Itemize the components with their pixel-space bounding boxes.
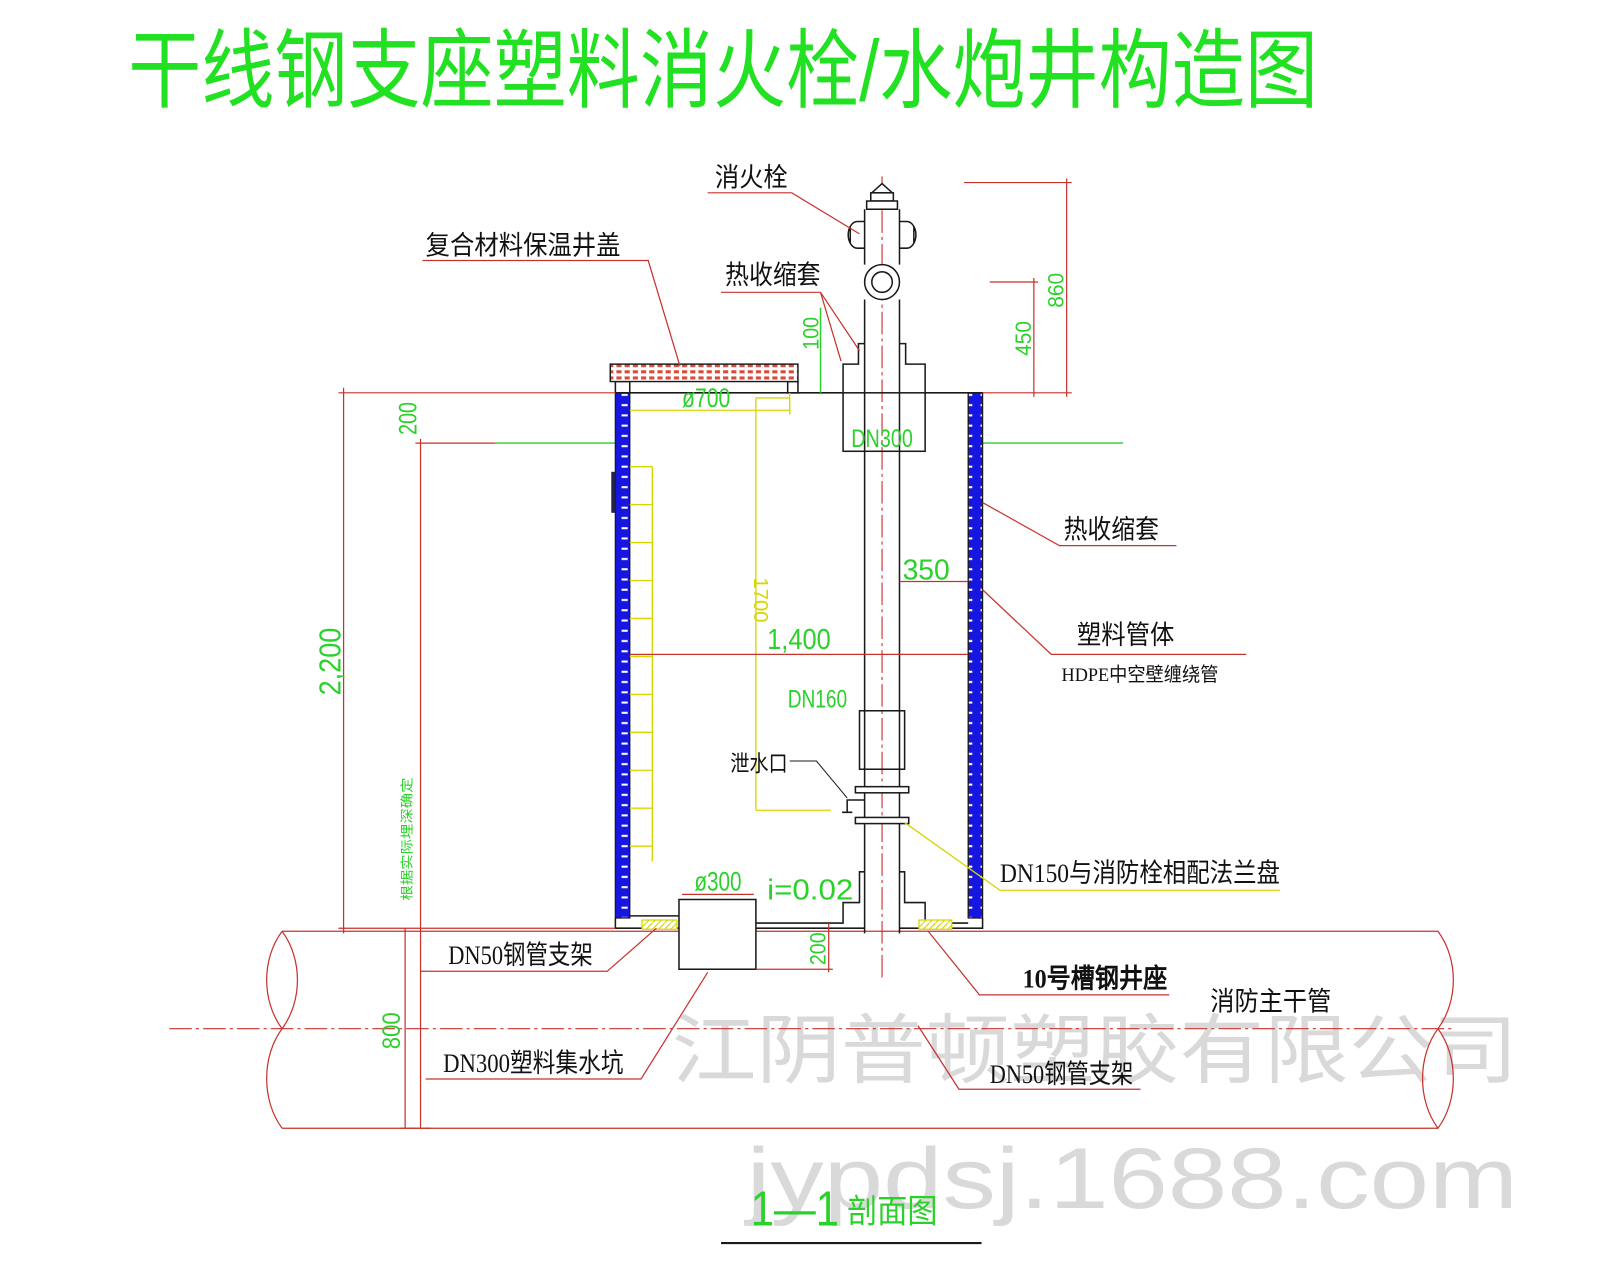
insulated-cover [609,363,799,383]
hydrant-cap [869,192,895,202]
label-flange: DN150与消防栓相配法兰盘 [1000,858,1280,888]
hydrant-body [863,209,901,265]
wall-tab-left [611,471,616,513]
leader-sump [425,971,709,1080]
dim-label-2200: 2,200 [313,628,348,696]
well-wall-right [967,392,984,919]
label-support-left: DN50钢管支架 [448,940,593,970]
dim-left-outer [338,387,616,934]
riser-pipe [863,299,901,934]
component-labels: 消火栓 复合材料保温井盖 热收缩套 热收缩套 塑料管体 HDPE中空壁缠绕管 泄… [426,163,1332,1089]
dim-label-200-top: 200 [395,402,422,435]
hydrant-bonnet [865,200,899,210]
label-heat-shrink-right: 热收缩套 [1064,514,1159,544]
dim-label-slope: i=0.02 [767,874,853,906]
dim-label-100: 100 [798,317,823,350]
leader-channel-seat [927,930,1170,996]
dim-left-inner [399,438,496,1129]
label-cover: 复合材料保温井盖 [426,230,621,260]
dim-label-dn160: DN160 [788,687,847,714]
drawing-title: 干线钢支座塑料消火栓/水炮井构造图 [128,24,1318,120]
dim-right-450 [989,277,1038,397]
label-support-right: DN50钢管支架 [990,1059,1134,1089]
sump-pit [678,898,757,970]
dim-label-depth-note: 根据实际埋深确定 [399,777,414,900]
cover-lug-right [786,380,799,394]
dimension-lines [338,178,1072,1129]
channel-seat-right [918,919,953,930]
section-caption: 1—1 剖面图 [721,1182,982,1245]
label-sump: DN300塑料集水坑 [443,1048,624,1078]
dim-label-700: ø700 [682,383,730,413]
ladder [629,466,653,862]
dim-label-1400: 1,400 [767,624,831,656]
leader-heat-shrink-top [721,291,860,362]
dimension-labels: 100 ø700 DN300 200 450 860 350 1700 1,40… [313,273,1069,1049]
dim-label-860: 860 [1044,273,1069,308]
hydrant-pumper-inner [871,271,894,294]
dim-1700 [755,397,831,811]
drain-pipe [842,799,865,814]
label-heat-shrink-top: 热收缩套 [725,260,820,290]
section-number: 1—1 [751,1182,839,1237]
leader-heat-shrink-right [982,502,1177,547]
dim-label-350: 350 [903,554,950,586]
leader-cover [422,259,681,367]
label-main-pipe: 消防主干管 [1210,986,1331,1016]
main-pipe [169,930,1454,1130]
main-pipe-break-right [1422,930,1454,1130]
dim-200-bottom [755,923,833,973]
hydrant-cap-peak [869,182,895,194]
dn300-sleeve [842,392,926,453]
well-wall-left [614,392,631,919]
main-pipe-break-left [266,930,298,1129]
section-name: 剖面图 [847,1193,937,1230]
leader-flange [904,822,1280,891]
label-hydrant: 消火栓 [715,163,788,193]
label-plastic-body-note: HDPE中空壁缠绕管 [1062,664,1219,686]
dim-label-dn300: DN300 [851,426,913,453]
leader-support-right [917,1025,1141,1090]
flange-upper [854,785,910,794]
dim-700 [629,392,791,415]
dim-label-450: 450 [1011,321,1036,356]
label-channel-seat: 10号槽钢井座 [1023,964,1168,994]
hydrant-pumper-outlet [863,263,901,301]
label-drain-outlet: 泄水口 [730,751,787,776]
fire-hydrant [842,176,926,980]
ladder-rungs [629,466,653,847]
leader-plastic-body [982,589,1247,655]
watermark-company: 江阴普顿塑胶有限公司 [672,1009,1518,1094]
flange-lower [854,816,910,825]
dim-right-860 [964,178,1072,397]
label-plastic-body: 塑料管体 [1077,620,1174,650]
hydrant-outlet-right [899,220,917,249]
well-shaft [609,363,984,970]
dn160-section [858,709,906,770]
riser-collar [842,342,926,393]
hydrant-outlet-left [847,220,865,249]
leader-drain [789,760,848,799]
leader-support-left [420,927,657,972]
leader-lines [420,192,1280,1090]
main-pipe-outline [282,930,1438,1129]
dim-label-1700: 1700 [749,577,772,622]
cover-lug-left [614,380,631,394]
channel-seat-left [641,919,678,930]
dim-label-800: 800 [379,1012,406,1049]
dim-label-300: ø300 [694,866,741,896]
well-floor-right [899,871,969,924]
watermark-site: jypdsj.1688.com [743,1131,1518,1227]
dim-label-200-bottom: 200 [806,932,831,965]
leader-hydrant [707,192,860,235]
